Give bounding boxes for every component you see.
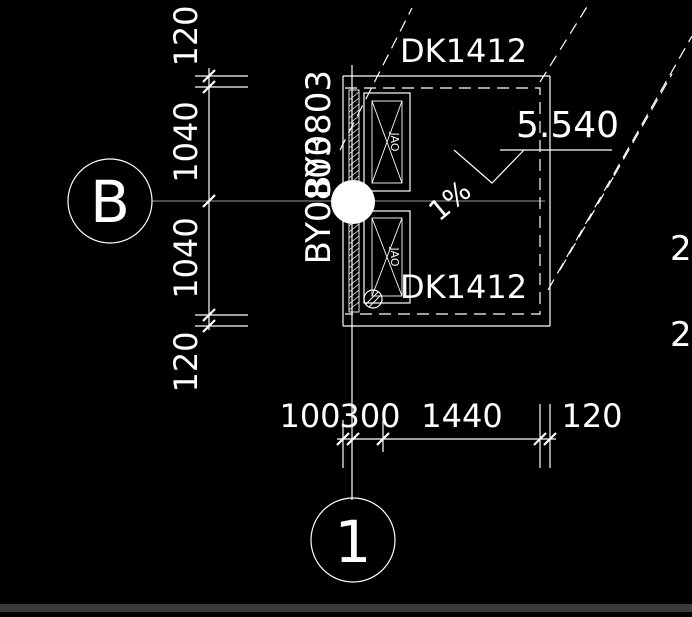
dimension-tick — [202, 308, 216, 322]
drain-hatch — [368, 294, 382, 308]
inner-dashed-outline — [345, 87, 541, 315]
floor-drain-symbol[interactable] — [363, 289, 383, 309]
wall-tag: BY0803 — [299, 136, 339, 265]
dimension-text: 1440 — [421, 397, 502, 435]
dimension-text: 300 — [339, 397, 400, 435]
hatch-stroke — [348, 289, 360, 299]
slope-line — [339, 7, 413, 151]
hatch-stroke — [348, 265, 360, 275]
hatch-stroke — [348, 151, 360, 161]
ac-unit-inner — [371, 100, 403, 184]
hatch-stroke — [348, 169, 360, 179]
hatch-stroke — [348, 229, 360, 239]
column-marker[interactable] — [331, 180, 375, 224]
hatch-stroke — [348, 247, 360, 257]
hatch-stroke — [348, 115, 360, 125]
slope-line — [559, 175, 615, 271]
ac-unit-inner — [371, 217, 403, 297]
hatch-stroke — [348, 259, 360, 269]
dimension-text: 1040 — [167, 101, 205, 182]
hatch-stroke — [348, 109, 360, 119]
ac-unit-upper[interactable]: JAO — [363, 92, 411, 192]
ac-unit-lower[interactable]: JAO — [363, 210, 411, 304]
drain-hatch — [365, 291, 379, 305]
axis-label-b: B — [90, 168, 130, 236]
dimension-text: 120 — [167, 331, 205, 392]
opening-label: DK1412 — [400, 268, 527, 306]
edge-mark: 2 — [670, 315, 692, 355]
hatch-stroke — [348, 253, 360, 263]
slope-line — [613, 73, 673, 177]
hatch-stroke — [348, 145, 360, 155]
ac-unit-diagonal — [371, 100, 403, 184]
hatch-stroke — [348, 103, 360, 113]
dimension-tick — [533, 432, 547, 446]
hatch-stroke — [348, 301, 360, 311]
elevation-triangle — [453, 149, 525, 184]
hatch-stroke — [348, 241, 360, 251]
ac-unit-label: JAO — [388, 246, 401, 266]
axis-bubble-1[interactable]: 1 — [310, 497, 396, 583]
dimension-tick — [202, 194, 216, 208]
slope-label: 1% — [422, 174, 477, 228]
hatch-stroke — [348, 91, 360, 101]
dimension-tick — [346, 432, 360, 446]
edge-mark: 2 — [670, 229, 692, 269]
hatch-stroke — [348, 295, 360, 305]
hatch-stroke — [348, 163, 360, 173]
dimension-text: 100 — [279, 397, 340, 435]
hatch-stroke — [348, 277, 360, 287]
elevation-value: 5.540 — [516, 105, 619, 146]
dimension-text: 120 — [561, 397, 622, 435]
axis-circle — [310, 497, 396, 583]
dimension-tick — [202, 319, 216, 333]
dimension-tick — [543, 432, 557, 446]
slope-line — [539, 1, 591, 83]
ac-unit-frame — [363, 92, 411, 192]
hatch-stroke — [348, 139, 360, 149]
dimension-text: 120 — [167, 5, 205, 66]
axis-bubble-b[interactable]: B — [67, 158, 153, 244]
hatch-stroke — [348, 157, 360, 167]
hatch-stroke — [348, 133, 360, 143]
ac-unit-frame — [363, 210, 411, 304]
hatch-stroke — [348, 283, 360, 293]
hatch-stroke — [348, 235, 360, 245]
axis-label-1: 1 — [335, 508, 372, 576]
vertical-dimension-chain: 120 1040 1040 120 — [167, 5, 248, 393]
hatch-stroke — [348, 271, 360, 281]
status-bar — [0, 604, 692, 612]
hatch-stroke — [348, 127, 360, 137]
horizontal-dimension-chain: 100 300 1440 120 — [279, 397, 623, 468]
ac-unit-label: JAO — [388, 131, 401, 151]
drain-circle — [363, 289, 383, 309]
slope-lines — [339, 1, 692, 291]
dimension-tick — [202, 80, 216, 94]
hatch-stroke — [348, 223, 360, 233]
elevation-marker[interactable]: 5.540 — [453, 105, 619, 184]
opening-label: DK1412 — [400, 32, 527, 70]
ac-unit-diagonal — [371, 217, 403, 297]
dimension-tick — [202, 69, 216, 83]
hatch-stroke — [348, 97, 360, 107]
dimension-text: 1040 — [167, 217, 205, 298]
slope-line — [547, 35, 692, 291]
axis-circle — [67, 158, 153, 244]
dimension-tick — [336, 432, 350, 446]
wall-tag: BY0803 — [299, 70, 339, 199]
dimension-tick — [376, 432, 390, 446]
